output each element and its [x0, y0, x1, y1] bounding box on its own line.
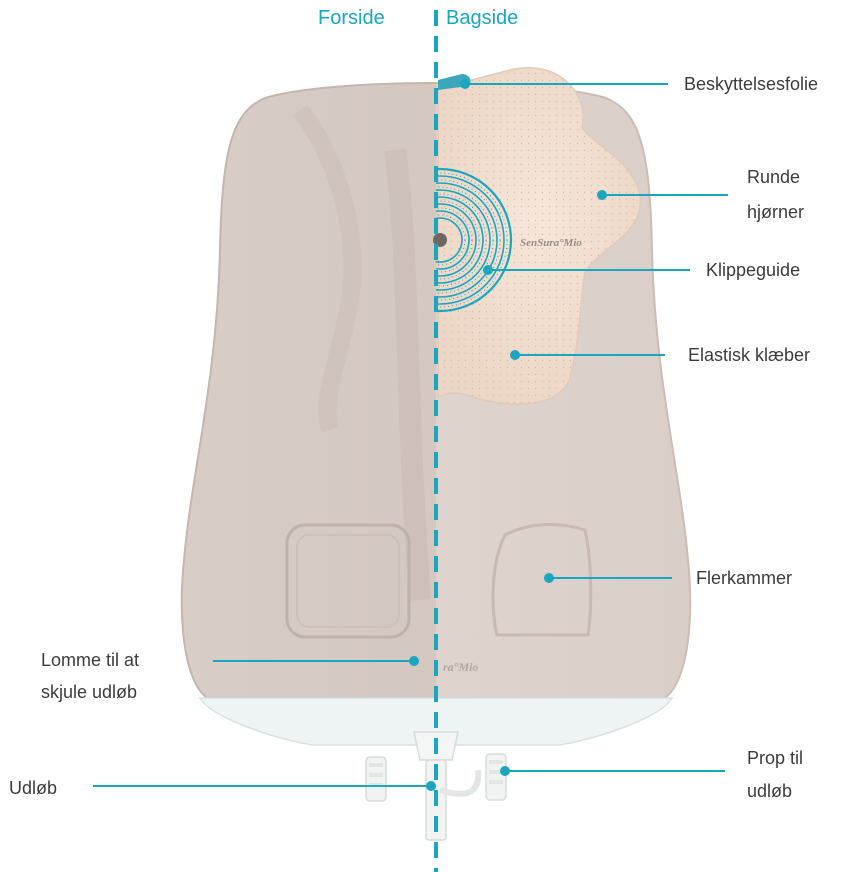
front-side-title: Forside	[318, 6, 385, 30]
label-outlet: Udløb	[9, 775, 57, 801]
label-protective-film: Beskyttelsesfolie	[684, 71, 818, 97]
label-plug-line2: udløb	[747, 778, 792, 804]
back-side-title: Bagside	[446, 6, 518, 30]
label-plug-line1: Prop til	[747, 745, 803, 771]
plug-right	[486, 754, 506, 800]
label-cutting-guide: Klippeguide	[706, 257, 800, 283]
label-pocket-line2: skjule udløb	[41, 679, 137, 705]
label-round-corners-line1: Runde	[747, 164, 800, 190]
label-elastic-adhesive: Elastisk klæber	[688, 342, 810, 368]
product-mark: SenSura°Mio	[520, 237, 582, 249]
label-round-corners-line2: hjørner	[747, 199, 804, 225]
label-multi-chamber: Flerkammer	[696, 565, 792, 591]
plug-left	[366, 757, 386, 801]
product-mark-partial: ra°Mio	[443, 660, 478, 674]
label-pocket-line1: Lomme til at	[41, 647, 139, 673]
